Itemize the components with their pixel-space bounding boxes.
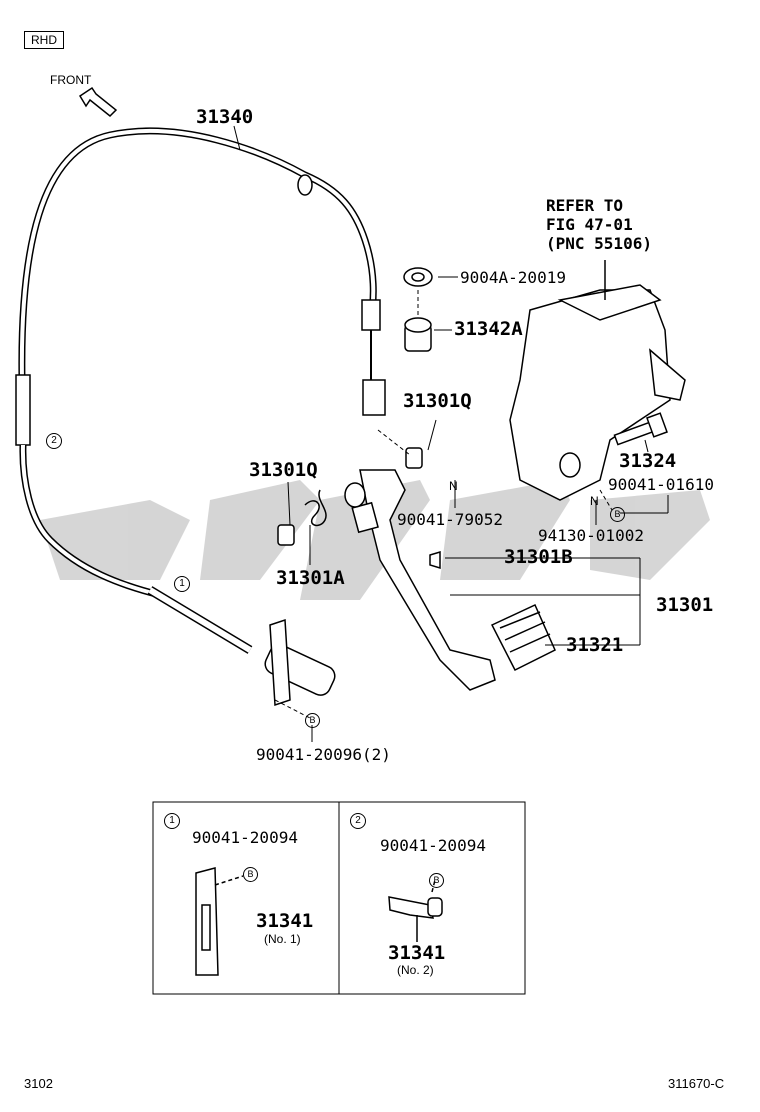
detail2-part: 90041-20094	[380, 836, 486, 855]
reference-line-3: (PNC 55106)	[546, 234, 652, 253]
detail1-item: 31341	[256, 910, 314, 932]
bracket-no2-drawing	[388, 879, 443, 942]
callout-pin-upper: 31301Q	[403, 390, 472, 412]
detail1-part: 90041-20094	[192, 828, 298, 847]
footer-left-code: 3102	[24, 1076, 53, 1091]
reference-note: REFER TO FIG 47-01 (PNC 55106)	[546, 196, 652, 253]
clutch-pedal-lever	[344, 469, 496, 691]
callout-pad: 31321	[566, 634, 624, 656]
callout-clip-nut: 90041-79052	[397, 510, 503, 529]
callout-bushing: 31342A	[454, 318, 523, 340]
callout-pin-left: 31301Q	[249, 459, 318, 481]
detail2-marker-b: B	[429, 873, 444, 888]
callout-spring: 31301A	[276, 567, 345, 589]
front-arrow-icon	[78, 86, 118, 118]
bracket-no1-drawing	[195, 867, 244, 976]
callout-stopper: 31301B	[504, 546, 573, 568]
marker-b-cable-bolts: B	[305, 713, 320, 728]
callout-cable-bolts: 90041-20096(2)	[256, 745, 391, 764]
pedal-pad	[490, 603, 556, 672]
callout-nut-bracket: 90041-01610	[608, 475, 714, 494]
callout-cable: 31340	[196, 106, 254, 128]
callout-bolt: 31324	[619, 450, 677, 472]
detail2-item: 31341	[388, 942, 446, 964]
footer-right-code: 311670-C	[668, 1076, 725, 1091]
variant-tag: RHD	[24, 31, 64, 49]
spring-part	[304, 489, 327, 527]
marker-b-bracket: B	[610, 507, 625, 522]
clutch-cable	[15, 127, 386, 707]
callout-pedal-assy: 31301	[656, 594, 714, 616]
bolt-part	[613, 412, 668, 446]
cushion-part	[403, 267, 433, 287]
detail1-note: (No. 1)	[264, 932, 301, 946]
detail1-marker-b: B	[243, 867, 258, 882]
callout-nut-94130: 94130-01002	[538, 526, 644, 545]
pedal-bracket	[509, 260, 686, 501]
detail2-marker: 2	[350, 813, 366, 829]
front-label: FRONT	[50, 73, 92, 87]
reference-line-2: FIG 47-01	[546, 215, 633, 234]
marker-two-on-cable: 2	[46, 433, 62, 449]
bushing-part	[404, 317, 432, 352]
reference-line-1: REFER TO	[546, 196, 624, 215]
detail2-note: (No. 2)	[397, 963, 434, 977]
marker-n-clip: N	[449, 479, 458, 493]
marker-n-nut: N	[590, 494, 599, 508]
callout-cushion: 9004A-20019	[460, 268, 566, 287]
pin-left-part	[277, 524, 295, 546]
marker-one-on-cable: 1	[174, 576, 190, 592]
pin-upper-part	[405, 447, 423, 469]
detail-boxes-frame	[152, 801, 526, 995]
leader-lines	[233, 125, 669, 742]
detail1-marker: 1	[164, 813, 180, 829]
